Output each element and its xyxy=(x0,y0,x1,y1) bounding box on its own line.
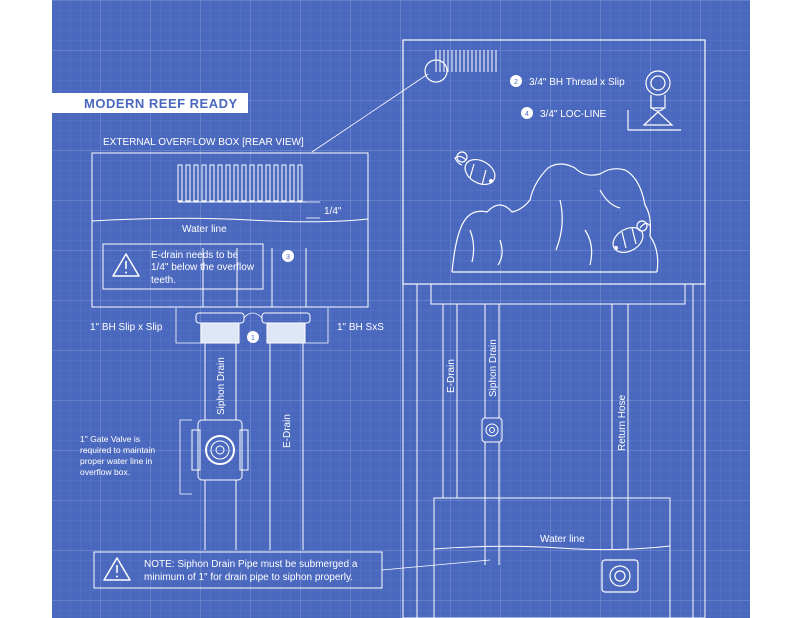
overflow-box xyxy=(91,152,369,308)
sump xyxy=(433,497,671,618)
badge-3-text: 3 xyxy=(286,254,290,261)
edrain-warning-line-3: teeth. xyxy=(151,275,176,286)
label-bh-slip: 1" BH Slip x Slip xyxy=(90,322,163,333)
return-hose xyxy=(611,304,629,550)
e-drain-pipe xyxy=(269,343,304,550)
magnify-circle xyxy=(424,59,448,83)
overflow-tooth xyxy=(209,164,215,202)
overflow-water-line-label: Water line xyxy=(182,224,227,235)
stand-e-drain-label: E-Drain xyxy=(446,359,457,393)
title-banner xyxy=(52,93,248,113)
rockwork xyxy=(451,163,659,273)
loc-line-fitting-icon xyxy=(627,70,681,131)
overflow-tooth xyxy=(257,164,263,202)
overflow-tooth xyxy=(185,164,191,202)
stand-siphon-drain-label: Siphon Drain xyxy=(488,339,499,397)
title-banner-text: MODERN REEF READY xyxy=(84,96,238,111)
aquarium-stand xyxy=(402,283,706,618)
warning-icon xyxy=(112,253,140,277)
overflow-tooth xyxy=(273,164,279,202)
gate-valve-note-1: 1" Gate Valve is xyxy=(80,434,140,444)
edrain-warning-box xyxy=(102,243,264,290)
overflow-tooth xyxy=(233,164,239,202)
badge-1 xyxy=(247,331,259,343)
gate-valve-icon xyxy=(191,419,249,481)
siphon-note-line-1: NOTE: Siphon Drain Pipe must be submerge… xyxy=(144,559,358,570)
stand-siphon-drain-pipe xyxy=(481,304,503,565)
overflow-water-line xyxy=(91,217,369,223)
badge-2 xyxy=(510,75,522,87)
badge-4-text: 4 xyxy=(525,111,529,118)
overflow-tooth xyxy=(217,164,223,202)
overflow-tooth xyxy=(281,164,287,202)
overflow-box-title: EXTERNAL OVERFLOW BOX [REAR VIEW] xyxy=(103,137,304,148)
overflow-tooth xyxy=(177,164,183,202)
badge-2-text: 2 xyxy=(514,79,518,86)
e-drain-label: E-Drain xyxy=(282,414,293,448)
sump-water-line xyxy=(433,545,671,551)
edrain-warning-line-1: E-drain needs to be xyxy=(151,250,239,261)
overflow-teeth xyxy=(177,164,303,202)
gate-valve-note-4: overflow box. xyxy=(80,467,130,477)
badge-3 xyxy=(282,250,294,262)
overflow-tooth xyxy=(201,164,207,202)
overflow-tooth xyxy=(241,164,247,202)
gate-valve-note-2: required to maintain xyxy=(80,445,155,455)
siphon-note-line-2: minimum of 1" for drain pipe to siphon p… xyxy=(144,572,353,583)
callout-4-label: 3/4" LOC-LINE xyxy=(540,109,607,120)
overflow-tooth xyxy=(289,164,295,202)
stand-e-drain-pipe xyxy=(442,304,458,498)
badge-4 xyxy=(521,107,533,119)
sump-water-line-label: Water line xyxy=(540,534,585,545)
siphon-drain-label: Siphon Drain xyxy=(216,357,227,415)
siphon-drain-pipe xyxy=(204,343,237,550)
tank-overflow-comb xyxy=(435,50,497,72)
callout-2-label: 3/4" BH Thread x Slip xyxy=(529,77,625,88)
badge-1-text: 1 xyxy=(251,335,255,342)
return-pump-icon xyxy=(601,559,639,593)
overflow-tooth xyxy=(249,164,255,202)
label-bh-sxs: 1" BH SxS xyxy=(337,322,384,333)
return-hose-label: Return Hose xyxy=(617,394,628,451)
clownfish-icon xyxy=(612,220,651,254)
warning-icon xyxy=(103,557,131,581)
clownfish-icon xyxy=(454,151,496,186)
overflow-tooth xyxy=(265,164,271,202)
overflow-tooth xyxy=(297,164,303,202)
overflow-tooth xyxy=(193,164,199,202)
quarter-inch-label: 1/4" xyxy=(324,206,342,217)
gate-valve-note-3: proper water line in xyxy=(80,456,153,466)
overflow-tooth xyxy=(225,164,231,202)
